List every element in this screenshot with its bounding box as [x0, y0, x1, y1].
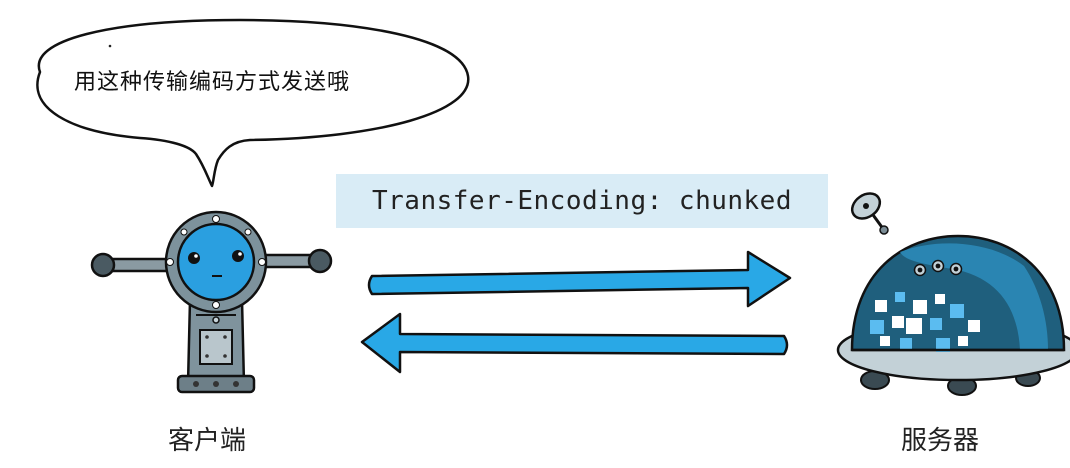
client-label: 客户端 [168, 426, 247, 456]
arrow-left-icon [360, 312, 789, 374]
speech-bubble-text: 用这种传输编码方式发送哦 [74, 70, 351, 95]
header-text: Transfer-Encoding: chunked [372, 186, 792, 216]
transfer-encoding-header: Transfer-Encoding: chunked [336, 174, 828, 228]
server-label: 服务器 [901, 426, 980, 456]
arrow-right-icon [367, 250, 792, 308]
